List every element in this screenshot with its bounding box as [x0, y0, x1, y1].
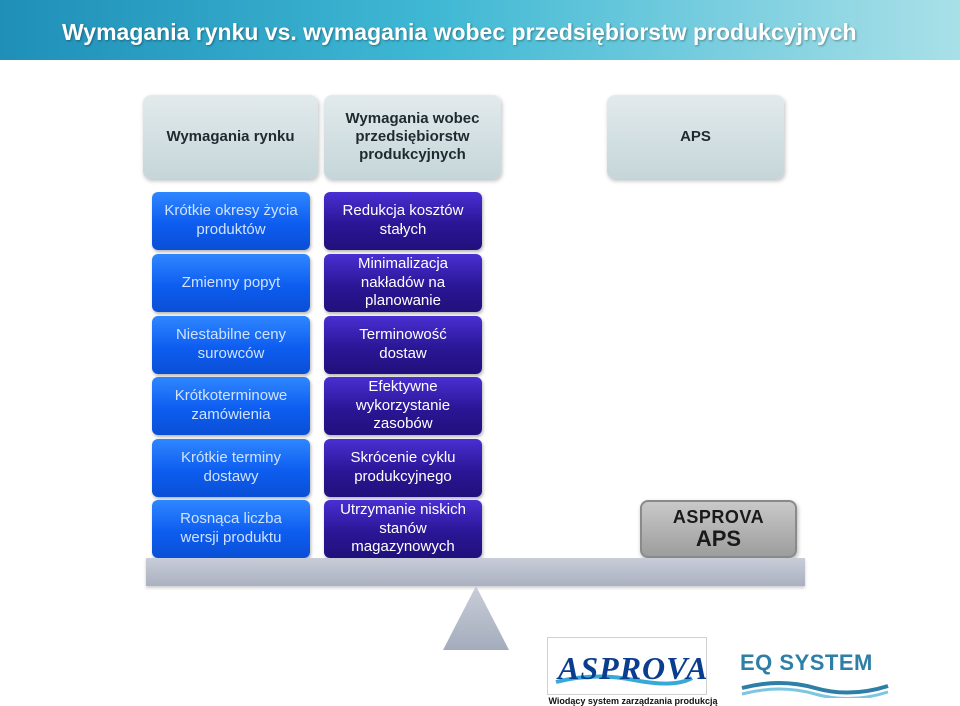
aps-weight-line1: ASPROVA [672, 507, 765, 527]
header-aps-label: APS [680, 128, 711, 145]
aps-weight-line2: APS [695, 525, 742, 551]
market-item: Krótkie okresy życia produktów [152, 192, 310, 250]
market-item: Zmienny popyt [152, 254, 310, 312]
market-item: Niestabilne ceny surowców [152, 316, 310, 374]
header-enterprise-label: Wymagania wobec przedsiębiorstw produkcy… [345, 110, 480, 163]
balance-beam [146, 558, 805, 586]
enterprise-item: Redukcja kosztów stałych [324, 192, 482, 250]
market-item: Krótkie terminy dostawy [152, 439, 310, 497]
eq-system-wave-icon [741, 681, 889, 698]
enterprise-item: Terminowość dostaw [324, 316, 482, 374]
asprova-swoosh-icon [555, 674, 693, 686]
header-market: Wymagania rynku [143, 95, 318, 179]
asprova-logo-text: ASPROVA [558, 650, 709, 686]
asprova-logo: ASPROVA Wiodący system zarządzania produ… [547, 637, 717, 706]
title-bar: Wymagania rynku vs. wymagania wobec prze… [0, 0, 960, 60]
eq-system-logo: EQ SYSTEM [740, 650, 873, 675]
header-market-label: Wymagania rynku [166, 128, 295, 145]
market-item: Rosnąca liczba wersji produktu [152, 500, 310, 558]
enterprise-item: Utrzymanie niskich stanów magazynowych [324, 500, 482, 558]
enterprise-item: Minimalizacja nakładów na planowanie [324, 254, 482, 312]
market-item: Krótkoterminowe zamówienia [152, 377, 310, 435]
enterprise-item: Efektywne wykorzystanie zasobów [324, 377, 482, 435]
enterprise-item: Skrócenie cyklu produkcyjnego [324, 439, 482, 497]
header-enterprise: Wymagania wobec przedsiębiorstw produkcy… [324, 95, 501, 179]
header-aps: APS [607, 95, 784, 179]
asprova-tagline: Wiodący system zarządzania produkcją [548, 696, 718, 706]
slide-title: Wymagania rynku vs. wymagania wobec prze… [62, 19, 857, 45]
balance-fulcrum [443, 586, 509, 650]
aps-weight-box: ASPROVA APS [640, 500, 797, 558]
